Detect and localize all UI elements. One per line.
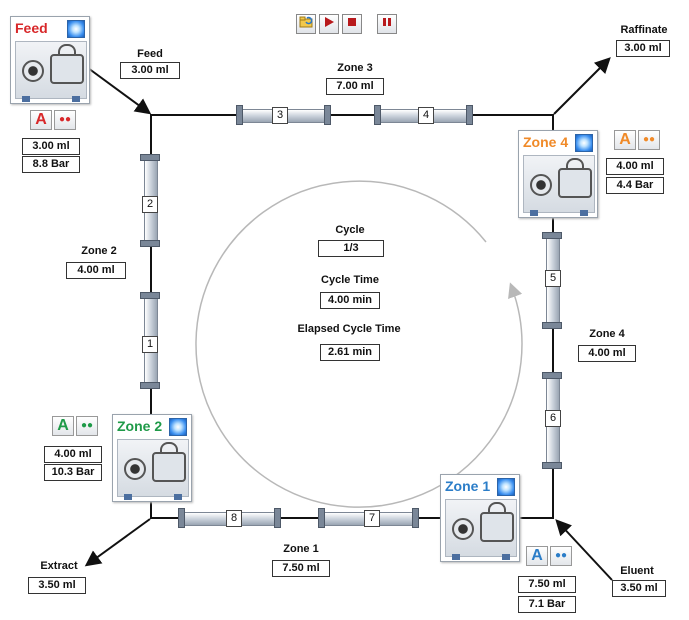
elapsed-cycle-time-label: Elapsed Cycle Time	[297, 323, 401, 335]
column-7-number: 7	[364, 510, 380, 527]
feed-pump-pressure: 8.8 Bar	[22, 156, 80, 173]
cycle-time-label: Cycle Time	[321, 274, 379, 286]
cycle-direction-arc	[195, 180, 523, 508]
loop-line-top	[150, 114, 554, 116]
stop-button[interactable]	[342, 14, 362, 34]
cycle-label: Cycle	[335, 224, 365, 236]
zone2-pump-drop-button[interactable]: ●●	[76, 416, 98, 436]
extract-value: 3.50 ml	[28, 577, 86, 594]
feed-pump-a-button[interactable]: A	[30, 110, 52, 130]
zone1-pump-panel[interactable]: Zone 1	[440, 474, 520, 562]
zone1-pump-a-button[interactable]: A	[526, 546, 548, 566]
eluent-value: 3.50 ml	[612, 580, 666, 597]
zone3-value: 7.00 ml	[326, 78, 384, 95]
feed-inlet-label: Feed	[137, 48, 163, 60]
raffinate-arrow	[553, 57, 611, 115]
elapsed-cycle-time-value: 2.61 min	[320, 344, 380, 361]
zone2-label: Zone 2	[81, 245, 117, 257]
play-icon	[323, 17, 335, 31]
zone2-pump-panel[interactable]: Zone 2	[112, 414, 192, 502]
pump-body-icon	[523, 155, 595, 216]
feed-pump-drop-button[interactable]: ●●	[54, 110, 76, 130]
pump-body-icon	[117, 439, 189, 500]
pause-button[interactable]	[377, 14, 397, 34]
zone4-value: 4.00 ml	[578, 345, 636, 362]
zone2-value: 4.00 ml	[66, 262, 126, 279]
eluent-label: Eluent	[620, 565, 654, 577]
feed-inlet-value: 3.00 ml	[120, 62, 180, 79]
drops-icon: ●●	[80, 420, 94, 431]
feed-pump-panel[interactable]: Feed	[10, 16, 90, 104]
zone4-pump-a-button[interactable]: A	[614, 130, 636, 150]
stop-icon	[346, 17, 358, 31]
zone4-label: Zone 4	[589, 328, 625, 340]
pump-body-icon	[445, 499, 517, 560]
cycle-value: 1/3	[318, 240, 384, 257]
column-2-number: 2	[142, 196, 158, 213]
extract-label: Extract	[40, 560, 78, 572]
zone2-pump-volume: 4.00 ml	[44, 446, 102, 463]
zone2-pump-title: Zone 2	[117, 418, 163, 434]
pause-icon	[381, 17, 393, 31]
zone1-pump-title: Zone 1	[445, 478, 491, 494]
column-4-number: 4	[418, 107, 434, 124]
zone2-pump-pressure: 10.3 Bar	[44, 464, 102, 481]
eluent-arrow	[555, 519, 613, 581]
zone1-value: 7.50 ml	[272, 560, 330, 577]
zone1-pump-pressure: 7.1 Bar	[518, 596, 576, 613]
raffinate-value: 3.00 ml	[616, 40, 670, 57]
feed-pump-title: Feed	[15, 20, 48, 36]
zone4-pump-title: Zone 4	[523, 134, 569, 150]
drops-icon: ●●	[554, 550, 568, 561]
pump-body-icon	[15, 41, 87, 102]
play-button[interactable]	[319, 14, 339, 34]
cycle-time-value: 4.00 min	[320, 292, 380, 309]
open-method-button[interactable]	[296, 14, 316, 34]
feed-arrow	[87, 67, 152, 115]
column-1-number: 1	[142, 336, 158, 353]
drops-icon: ●●	[58, 114, 72, 125]
column-6-number: 6	[545, 410, 561, 427]
zone1-pump-drop-button[interactable]: ●●	[550, 546, 572, 566]
feed-pump-volume: 3.00 ml	[22, 138, 80, 155]
zone1-pump-volume: 7.50 ml	[518, 576, 576, 593]
column-5-number: 5	[545, 270, 561, 287]
zone2-pump-a-button[interactable]: A	[52, 416, 74, 436]
zone3-label: Zone 3	[337, 62, 373, 74]
extract-arrow	[84, 518, 151, 567]
status-led-icon	[497, 478, 515, 496]
status-led-icon	[67, 20, 85, 38]
zone4-pump-pressure: 4.4 Bar	[606, 177, 664, 194]
zone4-pump-volume: 4.00 ml	[606, 158, 664, 175]
status-led-icon	[575, 134, 593, 152]
raffinate-label: Raffinate	[620, 24, 668, 36]
folder-refresh-icon	[299, 16, 313, 31]
column-8-number: 8	[226, 510, 242, 527]
status-led-icon	[169, 418, 187, 436]
zone1-label: Zone 1	[283, 543, 319, 555]
zone4-pump-panel[interactable]: Zone 4	[518, 130, 598, 218]
column-3-number: 3	[272, 107, 288, 124]
zone4-pump-drop-button[interactable]: ●●	[638, 130, 660, 150]
drops-icon: ●●	[642, 134, 656, 145]
